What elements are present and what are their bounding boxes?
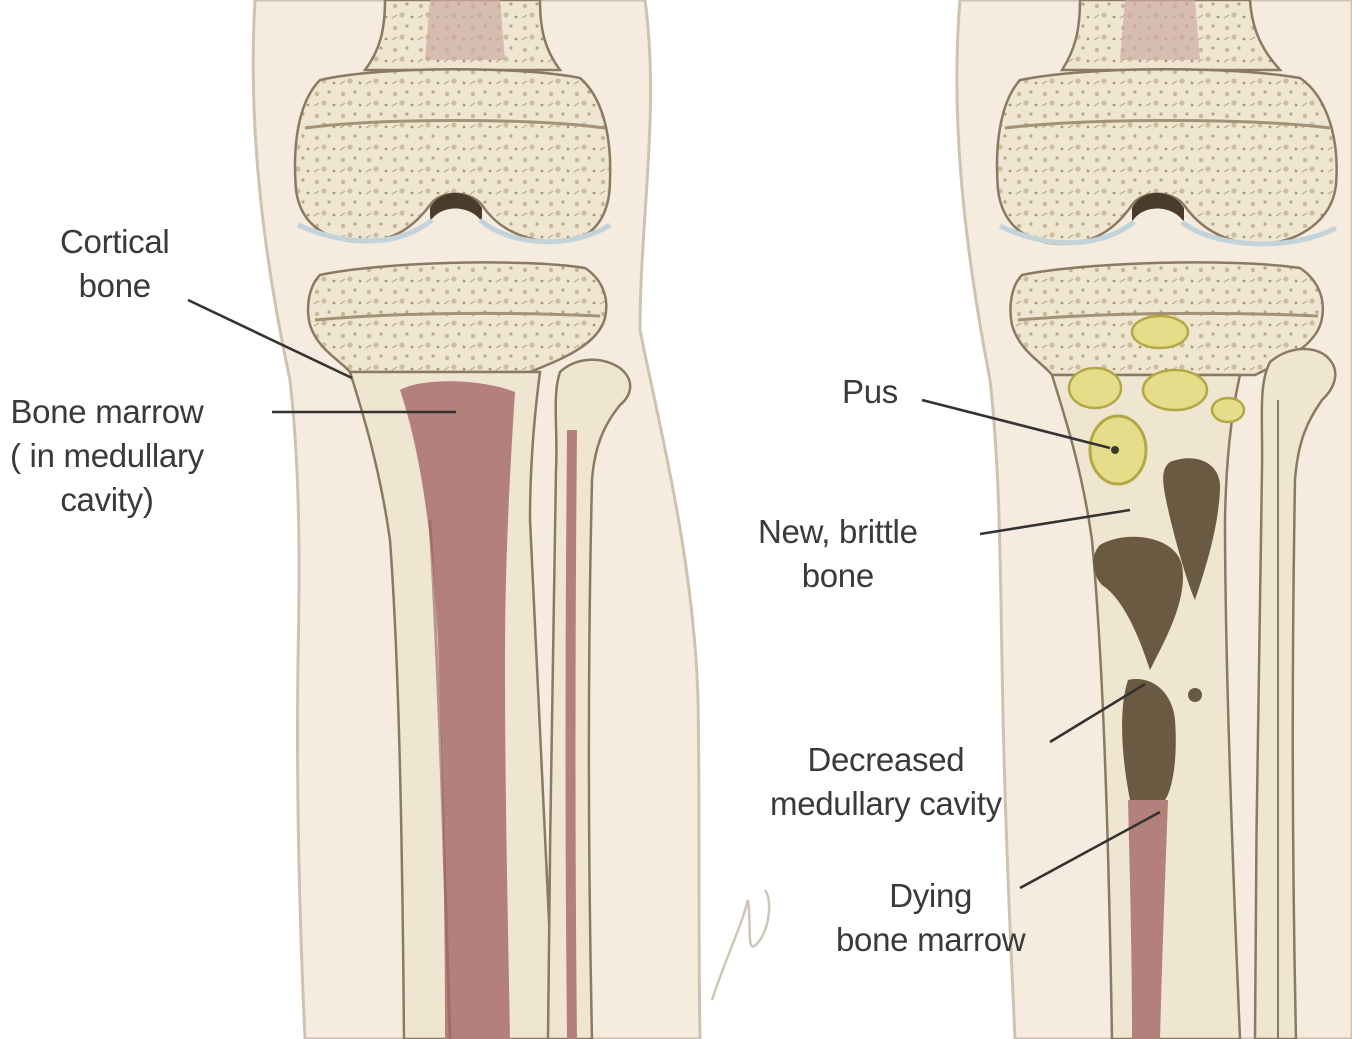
label-cortical-bone-line2: bone [60, 264, 169, 308]
artist-signature [712, 890, 769, 1000]
label-new-brittle-bone: New, brittle bone [758, 510, 918, 598]
label-bone-marrow-line1: Bone marrow [10, 390, 204, 434]
label-cortical-bone: Cortical bone [60, 220, 169, 308]
label-pus: Pus [842, 370, 898, 414]
label-bone-marrow: Bone marrow ( in medullary cavity) [10, 390, 204, 522]
label-bone-marrow-line2: ( in medullary [10, 434, 204, 478]
label-new-brittle-bone-line2: bone [758, 554, 918, 598]
label-dying-bone-marrow: Dying bone marrow [836, 874, 1025, 962]
label-bone-marrow-line3: cavity) [10, 478, 204, 522]
healthy-leg [253, 0, 700, 1039]
label-pus-line1: Pus [842, 370, 898, 414]
label-decreased-medullary-cavity: Decreased medullary cavity [770, 738, 1002, 826]
label-dying-bone-marrow-line2: bone marrow [836, 918, 1025, 962]
label-dying-bone-marrow-line1: Dying [836, 874, 1025, 918]
label-cortical-bone-line1: Cortical [60, 220, 169, 264]
label-decreased-medullary-cavity-line2: medullary cavity [770, 782, 1002, 826]
label-new-brittle-bone-line1: New, brittle [758, 510, 918, 554]
label-decreased-medullary-cavity-line1: Decreased [770, 738, 1002, 782]
